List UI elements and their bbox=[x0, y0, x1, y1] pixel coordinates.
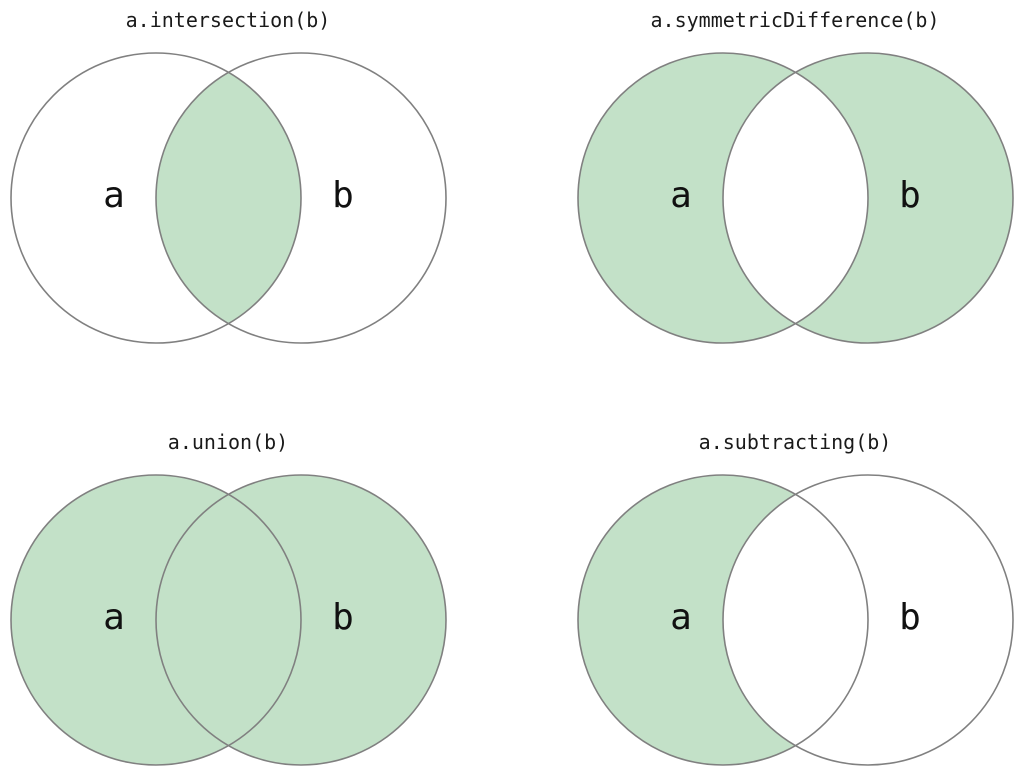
set-b-circle bbox=[722, 52, 1014, 344]
diagram-title: a.union(b) bbox=[168, 430, 288, 454]
venn-panel-subtracting: a.subtracting(b) a b bbox=[577, 430, 1014, 766]
set-a-circle bbox=[577, 52, 869, 344]
set-b-label: b bbox=[332, 175, 354, 216]
diagram-title: a.symmetricDifference(b) bbox=[651, 8, 940, 32]
set-b-label: b bbox=[332, 597, 354, 638]
set-a-label: a bbox=[670, 597, 692, 638]
set-a-label: a bbox=[103, 597, 125, 638]
shaded-region-union bbox=[11, 475, 446, 765]
set-b-label: b bbox=[899, 597, 921, 638]
diagram-title: a.subtracting(b) bbox=[699, 430, 892, 454]
set-a-circle bbox=[10, 52, 302, 344]
venn-panel-union: a.union(b) a b bbox=[10, 430, 447, 766]
venn-panel-intersection: a.intersection(b) a b bbox=[10, 8, 447, 344]
shaded-region-intersection bbox=[156, 53, 301, 343]
set-b-circle bbox=[722, 474, 1014, 766]
set-a-label: a bbox=[103, 175, 125, 216]
shaded-region-a-only bbox=[578, 475, 868, 765]
shaded-region-symmetric-difference bbox=[578, 53, 1013, 343]
set-a-circle bbox=[577, 474, 869, 766]
diagram-title: a.intersection(b) bbox=[126, 8, 331, 32]
set-b-circle bbox=[155, 474, 447, 766]
set-b-circle bbox=[155, 52, 447, 344]
set-a-label: a bbox=[670, 175, 692, 216]
venn-panel-symmetric-difference: a.symmetricDifference(b) a b bbox=[577, 8, 1014, 344]
set-a-circle bbox=[10, 474, 302, 766]
set-b-label: b bbox=[899, 175, 921, 216]
